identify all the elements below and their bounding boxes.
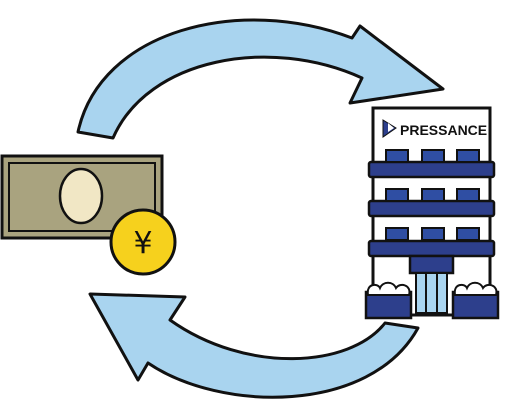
window-row	[385, 188, 480, 202]
window	[456, 188, 480, 202]
window	[385, 188, 409, 202]
circular-arrow-bottom	[88, 292, 420, 399]
window	[385, 227, 409, 241]
entrance-door	[415, 272, 448, 314]
building-sign: PRESSANCE	[382, 119, 487, 138]
floor-band	[367, 199, 496, 218]
pressance-logo-icon	[382, 119, 397, 138]
floor-band	[367, 239, 496, 258]
bush-icon	[364, 281, 413, 320]
window	[456, 149, 480, 163]
window-row	[385, 227, 480, 241]
building-sign-text: PRESSANCE	[400, 122, 487, 138]
window	[421, 149, 445, 163]
entrance-canopy	[408, 254, 455, 275]
banknote-portrait	[58, 167, 104, 225]
window	[456, 227, 480, 241]
window	[421, 227, 445, 241]
floor-band	[367, 160, 496, 179]
window	[385, 149, 409, 163]
bush-icon	[451, 281, 500, 320]
window-row	[385, 149, 480, 163]
circular-arrow-top	[76, 18, 445, 140]
building-icon: PRESSANCE	[364, 106, 500, 320]
yen-symbol: ¥	[133, 226, 152, 261]
window	[421, 188, 445, 202]
yen-coin-icon: ¥	[109, 208, 177, 276]
